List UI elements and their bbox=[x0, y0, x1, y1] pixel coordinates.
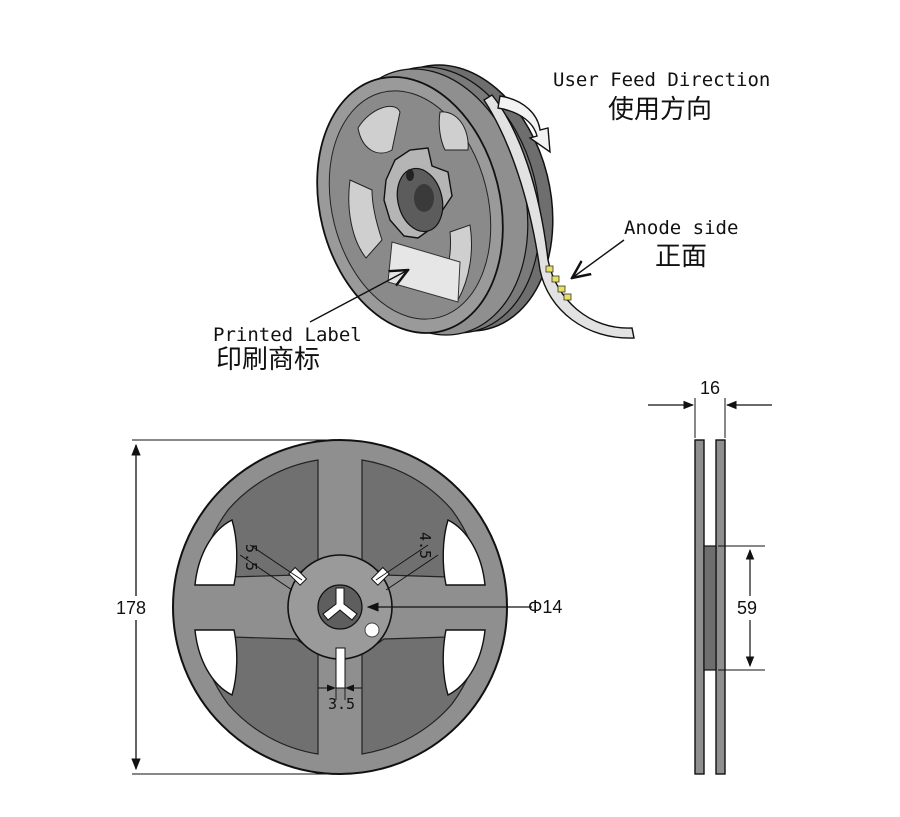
reel-side-view bbox=[694, 439, 726, 775]
hub-diameter-dimension: 59 bbox=[737, 598, 757, 618]
slot-bottom-dimension: 3.5 bbox=[328, 695, 355, 713]
printed-label-label-zh: 印刷商标 bbox=[216, 345, 320, 375]
feed-direction-label-zh: 使用方向 bbox=[608, 95, 712, 125]
printed-label-leader-line bbox=[309, 270, 408, 323]
slot-left-dimension: 5.5 bbox=[242, 544, 260, 571]
anode-side-label: Anode side bbox=[624, 217, 738, 239]
anode-side-label-zh: 正面 bbox=[655, 242, 707, 272]
printed-label-label: Printed Label bbox=[213, 324, 362, 346]
width-dimension: 16 bbox=[700, 378, 720, 398]
feed-direction-label: User Feed Direction bbox=[553, 69, 770, 91]
reel-perspective-view bbox=[316, 64, 635, 339]
anode-leader-line bbox=[572, 239, 625, 278]
hub-hole-dimension: Φ14 bbox=[528, 597, 562, 617]
diameter-dimension: 178 bbox=[116, 598, 146, 618]
reel-front-view bbox=[172, 439, 508, 775]
slot-right-dimension: 4.5 bbox=[416, 532, 434, 559]
